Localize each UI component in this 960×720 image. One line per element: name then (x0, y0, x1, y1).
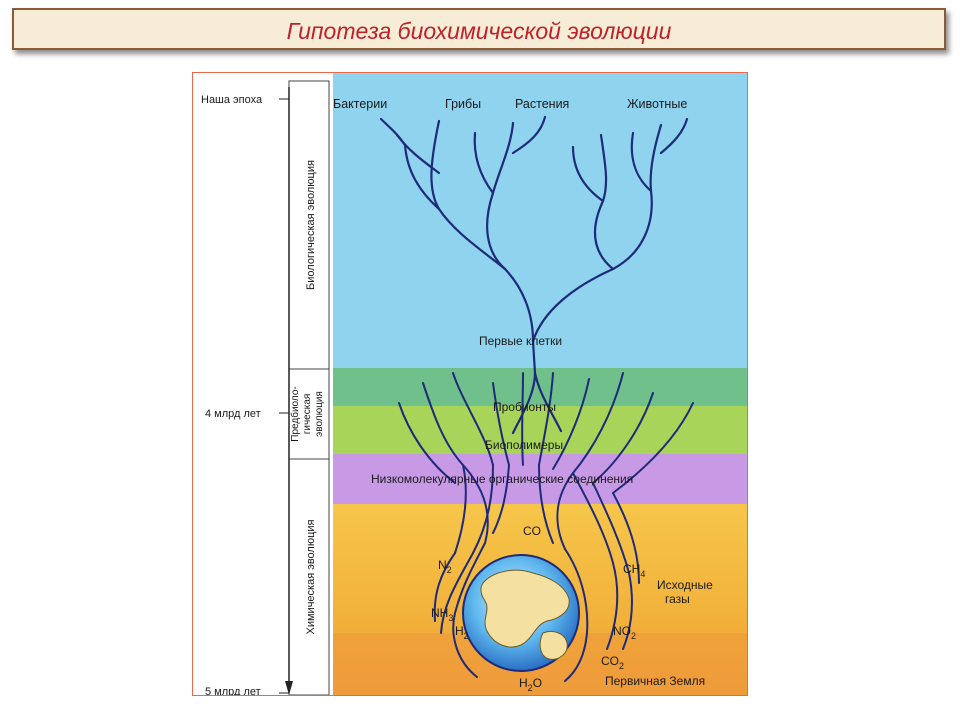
kingdom-label-animals: Животные (627, 97, 687, 111)
gas-h2o: H2O (519, 676, 542, 693)
level-label-biopolymers: Биополимеры (485, 438, 563, 452)
evolution-diagram: Наша эпоха 4 млрд лет 5 млрд лет Биологи… (192, 72, 748, 696)
tree-of-life (379, 115, 689, 435)
band-biological (333, 73, 747, 368)
gas-n2: N2 (438, 558, 452, 575)
stage-box-chemical (288, 458, 330, 695)
continent-main (480, 569, 570, 648)
stage-box-biological (288, 80, 330, 370)
stage-label-biological: Биологическая эволюция (305, 160, 317, 290)
kingdom-label-fungi: Грибы (445, 97, 481, 111)
gas-co: CO (523, 524, 541, 538)
stage-label-prebio-1: Предбиоло- (289, 386, 301, 441)
root-system (398, 372, 694, 682)
stage-label-prebio-2: гическая (302, 394, 313, 435)
time-label-now: Наша эпоха (201, 94, 263, 106)
title-banner: Гипотеза биохимической эволюции (12, 8, 946, 50)
source-gases-line-2: газы (665, 592, 690, 606)
gas-h2: H2 (455, 624, 469, 641)
gas-labels: CO N2 NH3 H2 H2O CH4 NO2 CO2 Исходные га… (431, 524, 713, 693)
source-gases-line-1: Исходные (657, 578, 713, 592)
time-label-5bn: 5 млрд лет (205, 686, 261, 696)
stage-label-chemical: Химическая эволюция (305, 519, 317, 634)
gas-nh3: NH3 (431, 606, 453, 623)
stage-box-prebiological (288, 368, 330, 460)
gas-co2: CO2 (601, 654, 624, 671)
gas-ch4: CH4 (623, 562, 645, 579)
kingdom-label-plants: Растения (515, 97, 569, 111)
kingdom-label-bacteria: Бактерии (333, 97, 387, 111)
time-label-4bn: 4 млрд лет (205, 408, 261, 420)
primordial-earth-label: Первичная Земля (605, 674, 705, 688)
gas-no2: NO2 (613, 624, 636, 641)
slide-title: Гипотеза биохимической эволюции (286, 18, 672, 44)
time-axis-arrow (285, 681, 293, 695)
stage-label-prebio-3: эволюция (314, 391, 325, 437)
level-label-low-molecular: Низкомолекулярные органические соединени… (371, 472, 633, 486)
level-label-probionts: Пробионты (493, 400, 556, 414)
diagram-canvas: Наша эпоха 4 млрд лет 5 млрд лет Биологи… (193, 73, 747, 696)
continent-small (539, 630, 568, 660)
level-label-first-cells: Первые клетки (479, 334, 562, 348)
